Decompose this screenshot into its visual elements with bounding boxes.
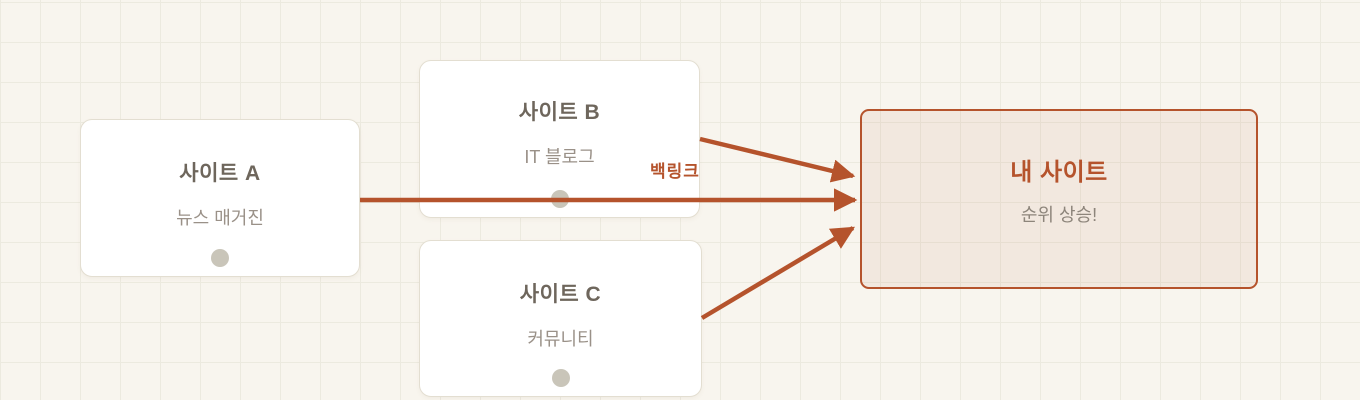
edge-site-c-to-my-site [700, 226, 856, 320]
edge-site-b-to-my-site [699, 136, 856, 183]
backlink-edge-label: 백링크 [650, 162, 700, 181]
node-site-a-subtitle: 뉴스 매거진 [176, 208, 264, 228]
connection-handle-dot[interactable] [550, 190, 569, 208]
node-site-b[interactable]: 사이트 B IT 블로그 [419, 60, 700, 218]
node-site-c[interactable]: 사이트 C 커뮤니티 [419, 240, 702, 397]
connection-handle-dot[interactable] [211, 249, 229, 267]
connection-handle-dot[interactable] [551, 369, 570, 387]
node-site-a-title: 사이트 A [179, 162, 261, 185]
node-site-a[interactable]: 사이트 A 뉴스 매거진 [80, 119, 360, 277]
node-site-b-subtitle: IT 블로그 [524, 147, 595, 167]
node-my-site[interactable]: 내 사이트 순위 상승! [860, 109, 1258, 289]
node-my-site-title: 내 사이트 [1010, 159, 1108, 186]
node-my-site-subtitle: 순위 상승! [1020, 205, 1098, 225]
node-site-c-subtitle: 커뮤니티 [527, 329, 594, 349]
node-site-c-title: 사이트 C [519, 283, 602, 306]
node-site-b-title: 사이트 B [518, 101, 601, 124]
